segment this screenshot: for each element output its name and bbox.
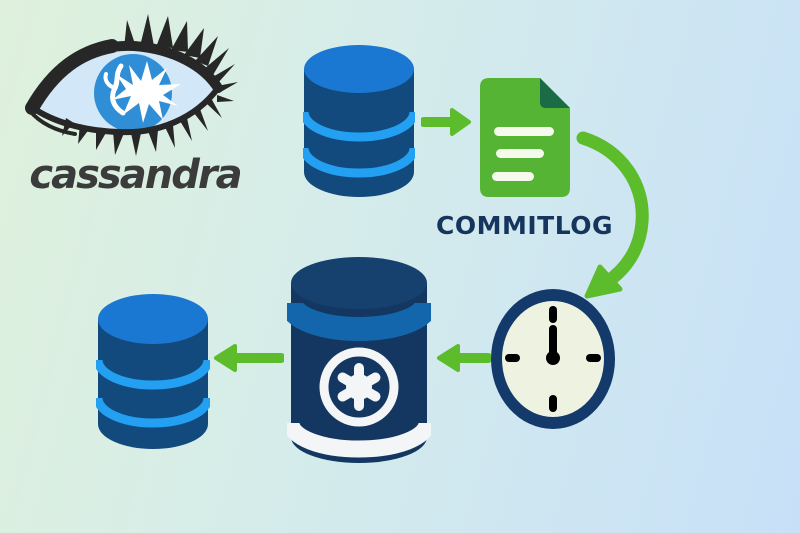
- left-arrow-icon: [437, 344, 491, 372]
- document-file-icon: [480, 78, 570, 197]
- curved-down-arrow-icon: [576, 131, 649, 299]
- arrow-sstable-to-disk: [210, 342, 284, 374]
- cassandra-eye-logo: [20, 8, 240, 158]
- gear-icon: [319, 347, 399, 427]
- disk-database-icon: [96, 293, 210, 455]
- arrow-commitlog-to-clock: [573, 126, 665, 306]
- arrow-clock-to-sstable: [433, 342, 491, 374]
- cassandra-wordmark: cassandra: [29, 152, 242, 198]
- database-cylinder-icon: [303, 45, 415, 197]
- storage-cylinder-gear-icon: [287, 257, 431, 463]
- commitlog-file-icon: [479, 78, 572, 198]
- arrow-memtable-to-commitlog: [421, 106, 473, 138]
- clock-icon: [491, 289, 615, 429]
- memtable-database-icon: [303, 44, 415, 202]
- sstable-store-icon: [287, 255, 431, 467]
- eye-icon: [25, 14, 238, 156]
- right-arrow-icon: [421, 108, 471, 136]
- commitlog-label: COMMITLOG: [436, 211, 614, 240]
- flush-clock-icon: [489, 288, 617, 432]
- left-arrow-icon: [214, 344, 284, 372]
- database-cylinder-icon: [96, 294, 210, 449]
